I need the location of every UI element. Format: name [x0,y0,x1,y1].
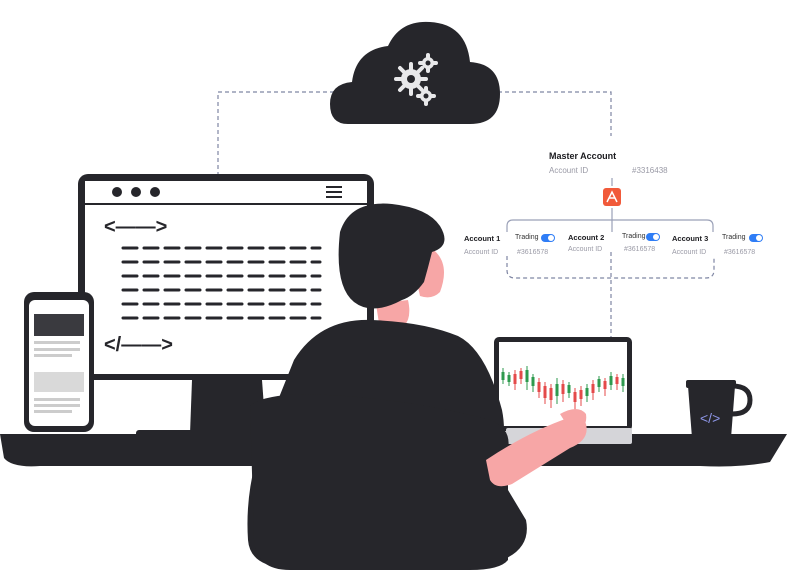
account-3-id: #3616578 [724,249,756,256]
account-2-id-label: Account ID [568,246,603,253]
gears-icon [394,53,438,106]
connection-lines [217,91,715,338]
candlestick-chart [501,366,625,410]
account-tree-lines [506,178,714,232]
close-tag-glyph: </——> [104,334,173,356]
account-3-trading-toggle[interactable] [749,234,763,242]
person [247,203,587,570]
account-3-name: Account 3 [672,234,709,243]
logo-icon [603,188,621,206]
account-3-id-label: Account ID [672,249,707,256]
mug-code-glyph: </> [700,410,720,426]
account-3-trading-label: Trading [722,234,746,241]
account-2-id: #3616578 [624,246,656,253]
account-2-name: Account 2 [568,233,605,242]
account-1-id-label: Account ID [464,249,499,256]
account-1-name: Account 1 [464,234,501,243]
account-2-trading-label: Trading [622,233,646,240]
account-2-trading-toggle[interactable] [646,233,660,241]
account-1-id: #3616578 [517,249,549,256]
laptop [494,337,632,444]
master-account-title: Master Account [549,151,617,161]
master-account-id-label: Account ID [549,166,589,175]
hamburger-icon [326,186,342,198]
open-tag-glyph: <——> [104,216,167,238]
code-lines [121,246,322,320]
smartphone [24,292,94,432]
coffee-mug [686,380,753,442]
account-1-trading-toggle[interactable] [541,234,555,242]
account-1-trading-label: Trading [515,234,539,241]
master-account-id: #3316438 [632,166,668,175]
